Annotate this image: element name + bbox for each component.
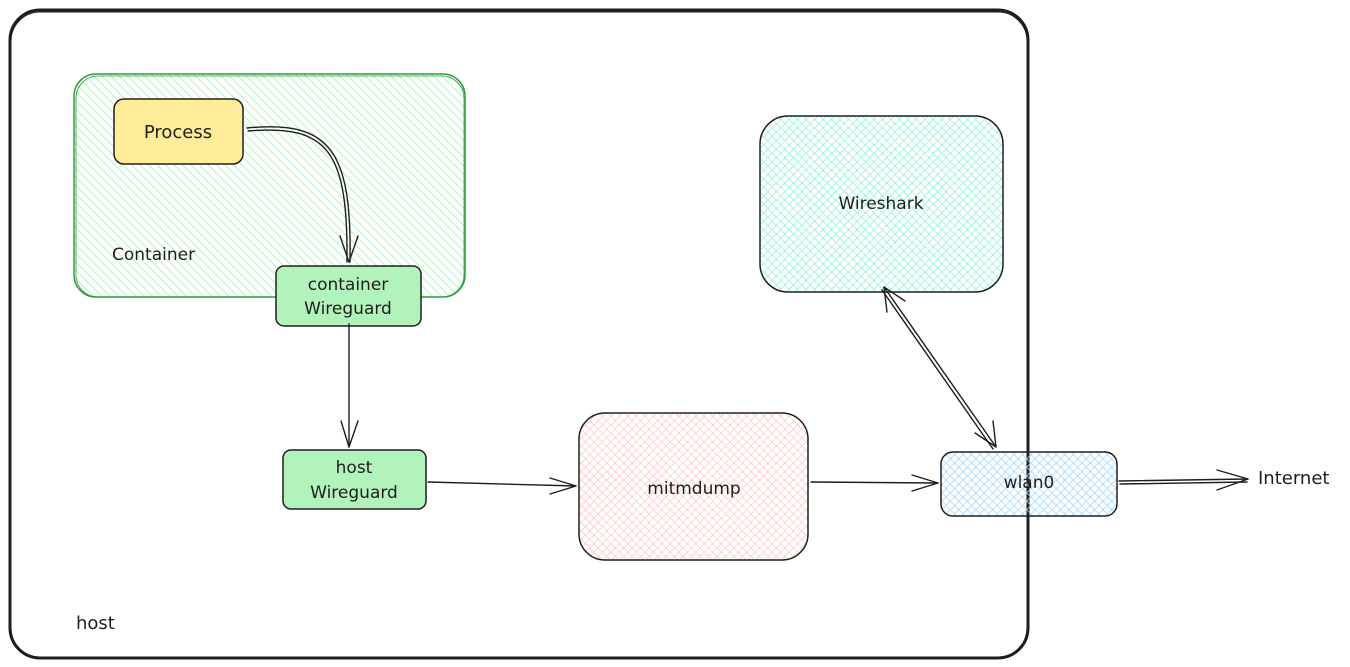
arrow-container-wg-to-host-wg — [340, 323, 359, 448]
process-label: Process — [144, 122, 212, 143]
mitmdump-label: mitmdump — [647, 479, 740, 499]
host-wireguard-label-line2: Wireguard — [310, 483, 398, 503]
container-wireguard-label-line1: container — [308, 275, 389, 295]
internet-label: Internet — [1258, 468, 1329, 489]
arrow-process-to-container-wireguard — [246, 126, 359, 263]
container-wireguard-label-line2: Wireguard — [304, 299, 392, 319]
arrow-mitmdump-to-wlan0 — [810, 474, 939, 492]
wlan0-node: wlan0 — [940, 451, 1118, 517]
mitmdump-node: mitmdump — [578, 412, 809, 561]
process-node: Process — [113, 98, 244, 165]
wireshark-node: Wireshark — [759, 115, 1004, 293]
wlan0-label: wlan0 — [1004, 473, 1055, 493]
host-boundary: host — [8, 8, 1030, 660]
host-wireguard-node: host Wireguard — [282, 449, 427, 510]
wireshark-label: Wireshark — [838, 194, 923, 214]
container-label: Container — [112, 245, 195, 265]
arrow-host-wg-to-mitmdump — [427, 477, 577, 495]
host-wireguard-label-line1: host — [336, 458, 373, 478]
arrow-wireshark-wlan0-bidirectional — [881, 286, 997, 450]
container-wireguard-node: container Wireguard — [275, 265, 422, 327]
arrow-wlan0-to-internet — [1118, 469, 1249, 491]
host-label: host — [76, 613, 115, 634]
